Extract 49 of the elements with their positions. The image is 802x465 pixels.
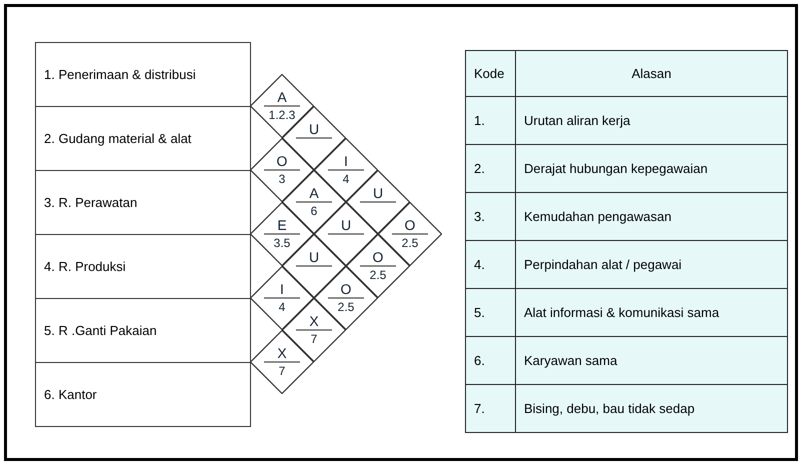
code-number: 6. bbox=[466, 336, 516, 384]
closeness-rating: X bbox=[277, 347, 287, 360]
closeness-rating: U bbox=[308, 123, 320, 136]
department-label: 6. Kantor bbox=[44, 387, 97, 402]
code-number: 7. bbox=[466, 384, 516, 432]
department-label: 3. R. Perawatan bbox=[44, 195, 138, 210]
department-label: 2. Gudang material & alat bbox=[44, 131, 192, 146]
reason-text: Bising, debu, bau tidak sedap bbox=[516, 384, 788, 432]
closeness-rating: O bbox=[404, 219, 416, 232]
reason-code: 7 bbox=[278, 365, 286, 378]
reason-text: Perpindahan alat / pegawai bbox=[516, 240, 788, 288]
reason-code: 2.5 bbox=[338, 301, 354, 314]
reason-text: Karyawan sama bbox=[516, 336, 788, 384]
code-number: 5. bbox=[466, 288, 516, 336]
closeness-rating: E bbox=[277, 219, 287, 232]
closeness-rating: I bbox=[344, 155, 348, 168]
reason-code: 3.5 bbox=[274, 237, 290, 250]
closeness-rating: A bbox=[309, 187, 319, 200]
reason-code: 7 bbox=[310, 333, 318, 346]
department-label: 5. R .Ganti Pakaian bbox=[44, 323, 157, 338]
closeness-rating: X bbox=[309, 315, 319, 328]
code-number: 4. bbox=[466, 240, 516, 288]
closeness-rating: O bbox=[340, 283, 352, 296]
closeness-rating: U bbox=[372, 187, 384, 200]
code-number: 1. bbox=[466, 96, 516, 144]
reason-code: 6 bbox=[310, 205, 318, 218]
closeness-rating: O bbox=[372, 251, 384, 264]
reason-text: Derajat hubungan kepegawaian bbox=[516, 144, 788, 192]
reason-code: 1.2.3 bbox=[268, 109, 296, 122]
closeness-rating: O bbox=[276, 155, 288, 168]
reason-text: Urutan aliran kerja bbox=[516, 96, 788, 144]
reason-text: Kemudahan pengawasan bbox=[516, 192, 788, 240]
reason-text: Alat informasi & komunikasi sama bbox=[516, 288, 788, 336]
reason-code: 3 bbox=[278, 173, 286, 186]
reason-code: 4 bbox=[342, 173, 350, 186]
code-number: 3. bbox=[466, 192, 516, 240]
closeness-rating: I bbox=[280, 283, 284, 296]
column-header: Alasan bbox=[516, 50, 788, 96]
department-label: 1. Penerimaan & distribusi bbox=[44, 67, 196, 82]
code-number: 2. bbox=[466, 144, 516, 192]
closeness-rating: U bbox=[308, 251, 320, 264]
reason-code: 2.5 bbox=[370, 269, 386, 282]
reason-code: 2.5 bbox=[402, 237, 418, 250]
department-box bbox=[35, 362, 251, 427]
department-label: 4. R. Produksi bbox=[44, 259, 126, 274]
closeness-rating: A bbox=[277, 91, 287, 104]
reason-code: 4 bbox=[278, 301, 286, 314]
column-header: Kode bbox=[466, 50, 516, 96]
closeness-rating: U bbox=[340, 219, 352, 232]
